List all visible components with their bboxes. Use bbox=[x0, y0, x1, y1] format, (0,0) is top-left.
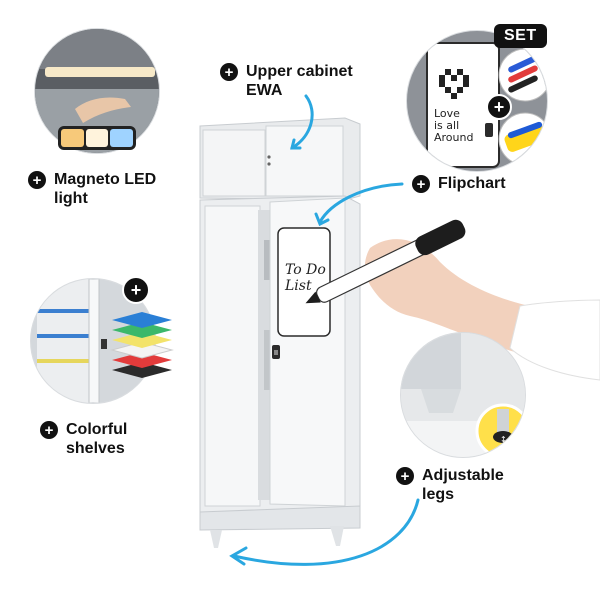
marker-icon bbox=[508, 55, 538, 93]
adjustable-legs-label: Adjustable legs bbox=[422, 467, 504, 503]
feature-upper-cabinet: + Upper cabinet EWA bbox=[220, 62, 353, 100]
feature-colorful-shelves: + Colorful shelves bbox=[40, 420, 127, 458]
plus-icon: + bbox=[28, 171, 46, 189]
plus-icon: + bbox=[412, 175, 430, 193]
plus-icon: + bbox=[486, 94, 512, 120]
plus-icon: + bbox=[40, 421, 58, 439]
flipchart-label: Flipchart bbox=[438, 175, 506, 192]
flipchart-board-text: Love is all Around bbox=[434, 107, 474, 144]
curved-arrow-icon bbox=[229, 94, 420, 566]
plus-icon: + bbox=[220, 63, 238, 81]
svg-text:↕: ↕ bbox=[500, 435, 507, 444]
led-color-strip bbox=[58, 126, 136, 150]
set-badge: SET bbox=[494, 24, 547, 48]
upper-cabinet-label: Upper cabinet EWA bbox=[246, 63, 353, 99]
magneto-led-label: Magneto LED light bbox=[54, 171, 157, 207]
pixel-heart-icon bbox=[439, 69, 469, 99]
adjustable-legs-circle: ↕ bbox=[400, 332, 526, 458]
plus-icon: + bbox=[122, 276, 150, 304]
colorful-shelves-label: Colorful shelves bbox=[66, 421, 128, 457]
todo-list-note: To Do List bbox=[285, 262, 326, 294]
feature-magneto-led: + Magneto LED light bbox=[28, 170, 156, 208]
upper-cabinet bbox=[199, 117, 361, 201]
eraser-icon bbox=[504, 121, 546, 152]
feature-flipchart: + Flipchart bbox=[412, 174, 506, 193]
main-cabinet bbox=[199, 195, 361, 548]
feature-adjustable-legs: + Adjustable legs bbox=[396, 466, 504, 504]
hand-with-marker bbox=[305, 219, 600, 381]
plus-icon: + bbox=[396, 467, 414, 485]
flipchart-set-circle bbox=[406, 30, 548, 172]
